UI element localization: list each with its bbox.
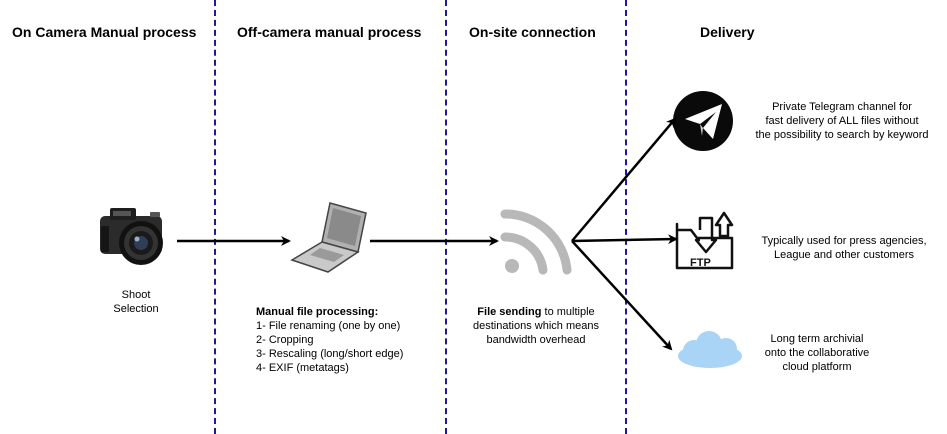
ftp-description-line: League and other customers <box>773 249 915 261</box>
file-sending-block: File sending to multiple destinations wh… <box>455 305 617 347</box>
column-divider-2 <box>445 0 447 434</box>
header-off-camera: Off-camera manual process <box>237 24 422 40</box>
cloud-icon <box>678 331 742 368</box>
camera-label-line-1: Shoot <box>121 289 151 301</box>
camera-icon <box>100 208 163 265</box>
file-sending-line-2: destinations which means <box>473 320 599 332</box>
camera-label-line-2: Selection <box>113 303 159 315</box>
processing-step: 1- File renaming (one by one) <box>256 320 401 332</box>
manual-processing-block: Manual file processing: 1- File renaming… <box>256 305 446 375</box>
telegram-description-line: Private Telegram channel for <box>772 101 912 113</box>
telegram-icon <box>673 91 733 151</box>
file-sending-rest: to multiple <box>541 306 595 318</box>
telegram-description-line: the possibility to search by keyword <box>755 129 929 141</box>
laptop-icon <box>290 202 367 273</box>
ftp-description: Typically used for press agencies, Leagu… <box>748 234 940 262</box>
ftp-description-line: Typically used for press agencies, <box>761 235 927 247</box>
processing-step: 3- Rescaling (long/short edge) <box>256 348 404 360</box>
cloud-description-line: Long term archivial <box>770 333 864 345</box>
header-delivery: Delivery <box>700 24 755 40</box>
cloud-description: Long term archivial onto the collaborati… <box>752 332 882 374</box>
ftp-icon-label: FTP <box>690 257 711 269</box>
processing-step: 4- EXIF (metatags) <box>256 362 349 374</box>
telegram-description-line: fast delivery of ALL files without <box>765 115 919 127</box>
column-divider-3 <box>625 0 627 434</box>
manual-processing-title: Manual file processing: <box>256 306 379 318</box>
file-sending-line-3: bandwidth overhead <box>486 334 586 346</box>
wifi-icon <box>500 209 572 275</box>
file-sending-bold: File sending <box>477 306 542 318</box>
header-on-camera: On Camera Manual process <box>12 24 197 40</box>
telegram-description: Private Telegram channel for fast delive… <box>742 100 942 142</box>
arrow-to-telegram <box>571 117 677 242</box>
cloud-description-line: onto the collaborative <box>764 347 870 359</box>
processing-step: 2- Cropping <box>256 334 314 346</box>
column-divider-1 <box>214 0 216 434</box>
ftp-folder-icon <box>675 211 734 270</box>
cloud-description-line: cloud platform <box>782 361 852 373</box>
header-on-site: On-site connection <box>469 24 596 40</box>
file-sending-line-1: File sending to multiple <box>455 305 617 319</box>
arrow-to-ftp <box>571 234 678 245</box>
arrow-to-cloud <box>571 240 673 351</box>
camera-label: Shoot Selection <box>98 288 174 316</box>
